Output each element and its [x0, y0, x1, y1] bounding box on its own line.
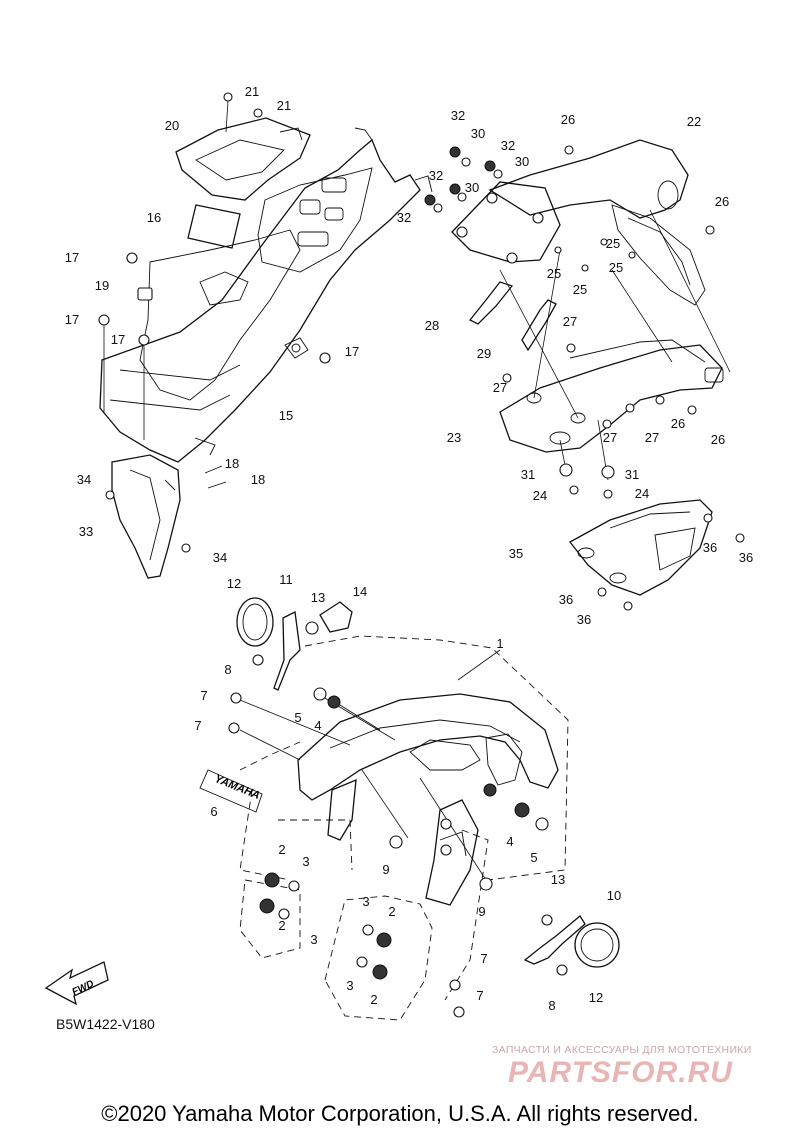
callout-29: 29	[477, 346, 491, 361]
callout-24: 24	[635, 486, 649, 501]
callout-18: 18	[225, 456, 239, 471]
callout-3: 3	[346, 978, 353, 993]
callout-17: 17	[345, 344, 359, 359]
callout-7: 7	[480, 951, 487, 966]
callout-36: 36	[559, 592, 573, 607]
callout-34: 34	[213, 550, 227, 565]
callout-3: 3	[310, 932, 317, 947]
callout-26: 26	[561, 112, 575, 127]
tail-cover-assembly	[451, 139, 731, 596]
callout-17: 17	[111, 332, 125, 347]
callout-7: 7	[200, 688, 207, 703]
callout-25: 25	[606, 236, 620, 251]
callout-27: 27	[645, 430, 659, 445]
callout-2: 2	[388, 904, 395, 919]
exploded-parts-diagram: YAMAHA FWD 12222333344556777788991011121…	[44, 84, 753, 1021]
callout-5: 5	[530, 850, 537, 865]
callout-28: 28	[425, 318, 439, 333]
callout-31: 31	[625, 467, 639, 482]
callout-30: 30	[471, 126, 485, 141]
callout-18: 18	[251, 472, 265, 487]
part-callouts: 1222233334455677778899101112121313141516…	[65, 84, 753, 1013]
callout-3: 3	[362, 894, 369, 909]
callout-34: 34	[77, 472, 91, 487]
callout-17: 17	[65, 250, 79, 265]
callout-15: 15	[279, 408, 293, 423]
callout-2: 2	[370, 992, 377, 1007]
callout-32: 32	[501, 138, 515, 153]
callout-26: 26	[715, 194, 729, 209]
copyright-notice: ©2020 Yamaha Motor Corporation, U.S.A. A…	[101, 1101, 699, 1126]
rear-fender-hardware	[98, 92, 331, 553]
callout-6: 6	[210, 804, 217, 819]
callout-2: 2	[278, 918, 285, 933]
fwd-arrow-icon: FWD	[44, 961, 109, 1006]
callout-36: 36	[703, 540, 717, 555]
callout-25: 25	[547, 266, 561, 281]
callout-27: 27	[493, 380, 507, 395]
callout-14: 14	[353, 584, 367, 599]
callout-36: 36	[739, 550, 753, 565]
callout-12: 12	[589, 990, 603, 1005]
front-fender-hardware	[228, 621, 568, 1018]
callout-27: 27	[603, 430, 617, 445]
fwd-label: FWD	[71, 978, 96, 998]
callout-8: 8	[224, 662, 231, 677]
rear-fender-assembly	[99, 117, 433, 579]
callout-13: 13	[311, 590, 325, 605]
callout-22: 22	[687, 114, 701, 129]
callout-25: 25	[609, 260, 623, 275]
callout-1: 1	[496, 636, 503, 651]
callout-3: 3	[302, 854, 309, 869]
diagram-code: B5W1422-V180	[56, 1016, 155, 1032]
callout-26: 26	[711, 432, 725, 447]
callout-36: 36	[577, 612, 591, 627]
callout-9: 9	[382, 862, 389, 877]
callout-4: 4	[506, 834, 513, 849]
tail-cover-hardware	[424, 145, 745, 611]
callout-12: 12	[227, 576, 241, 591]
callout-21: 21	[277, 98, 291, 113]
callout-2: 2	[278, 842, 285, 857]
callout-26: 26	[671, 416, 685, 431]
callout-33: 33	[79, 524, 93, 539]
callout-17: 17	[65, 312, 79, 327]
callout-20: 20	[165, 118, 179, 133]
callout-16: 16	[147, 210, 161, 225]
callout-30: 30	[465, 180, 479, 195]
callout-13: 13	[551, 872, 565, 887]
callout-21: 21	[245, 84, 259, 99]
callout-25: 25	[573, 282, 587, 297]
callout-8: 8	[548, 998, 555, 1013]
callout-27: 27	[563, 314, 577, 329]
callout-23: 23	[447, 430, 461, 445]
callout-35: 35	[509, 546, 523, 561]
callout-11: 11	[279, 572, 293, 587]
callout-5: 5	[294, 710, 301, 725]
callout-7: 7	[194, 718, 201, 733]
callout-24: 24	[533, 488, 547, 503]
callout-32: 32	[451, 108, 465, 123]
yamaha-decal: YAMAHA	[213, 773, 262, 802]
callout-32: 32	[429, 168, 443, 183]
callout-31: 31	[521, 467, 535, 482]
callout-7: 7	[476, 988, 483, 1003]
callout-19: 19	[95, 278, 109, 293]
watermark-logo: PARTSFOR.RU	[508, 1056, 733, 1089]
callout-10: 10	[607, 888, 621, 903]
callout-9: 9	[478, 904, 485, 919]
callout-30: 30	[515, 154, 529, 169]
callout-32: 32	[397, 210, 411, 225]
front-fender-assembly	[199, 597, 620, 1021]
watermark-subtitle: ЗАПЧАСТИ И АКСЕССУАРЫ ДЛЯ МОТОТЕХНИКИ	[492, 1044, 752, 1056]
callout-4: 4	[314, 718, 321, 733]
